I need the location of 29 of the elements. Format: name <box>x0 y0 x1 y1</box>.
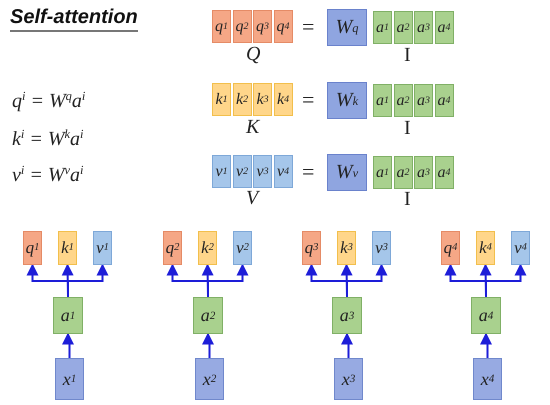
arrow <box>480 332 492 358</box>
equals-sign: = <box>302 87 314 113</box>
equals-sign: = <box>302 14 314 40</box>
vector-box: v$^{4}$ <box>511 231 530 265</box>
arrow <box>62 332 74 358</box>
vector-box: k$^{2}$ <box>198 231 217 265</box>
vector-box: v$^{1}$ <box>93 231 112 265</box>
equation: q$^{i}$ = W$^{q}$a$^{i}$ <box>12 90 86 113</box>
vector-box: k$^{4}$ <box>476 231 495 265</box>
matrix-label: I <box>404 188 411 211</box>
arrow <box>202 332 214 358</box>
equals-sign: = <box>302 159 314 185</box>
vector-box: v$^{3}$ <box>372 231 391 265</box>
arrow <box>341 332 353 358</box>
equation: v$^{i}$ = W$^{v}$a$^{i}$ <box>12 164 84 187</box>
vector-box: q$^{2}$ <box>163 231 182 265</box>
vector-box: q$^{1}$ <box>23 231 42 265</box>
vector-box: k$^{3}$ <box>337 231 356 265</box>
vector-box: q$^{3}$ <box>302 231 321 265</box>
matrix-label: K <box>246 116 260 139</box>
matrix-label: I <box>404 117 411 140</box>
matrix-label: I <box>404 44 411 67</box>
matrix-label: Q <box>246 43 260 66</box>
title: Self-attention <box>10 6 138 32</box>
matrix-label: V <box>246 187 258 210</box>
vector-box: v$^{2}$ <box>233 231 252 265</box>
equation: k$^{i}$ = W$^{k}$a$^{i}$ <box>12 128 84 151</box>
vector-box: q$^{4}$ <box>441 231 460 265</box>
vector-box: k$^{1}$ <box>58 231 77 265</box>
